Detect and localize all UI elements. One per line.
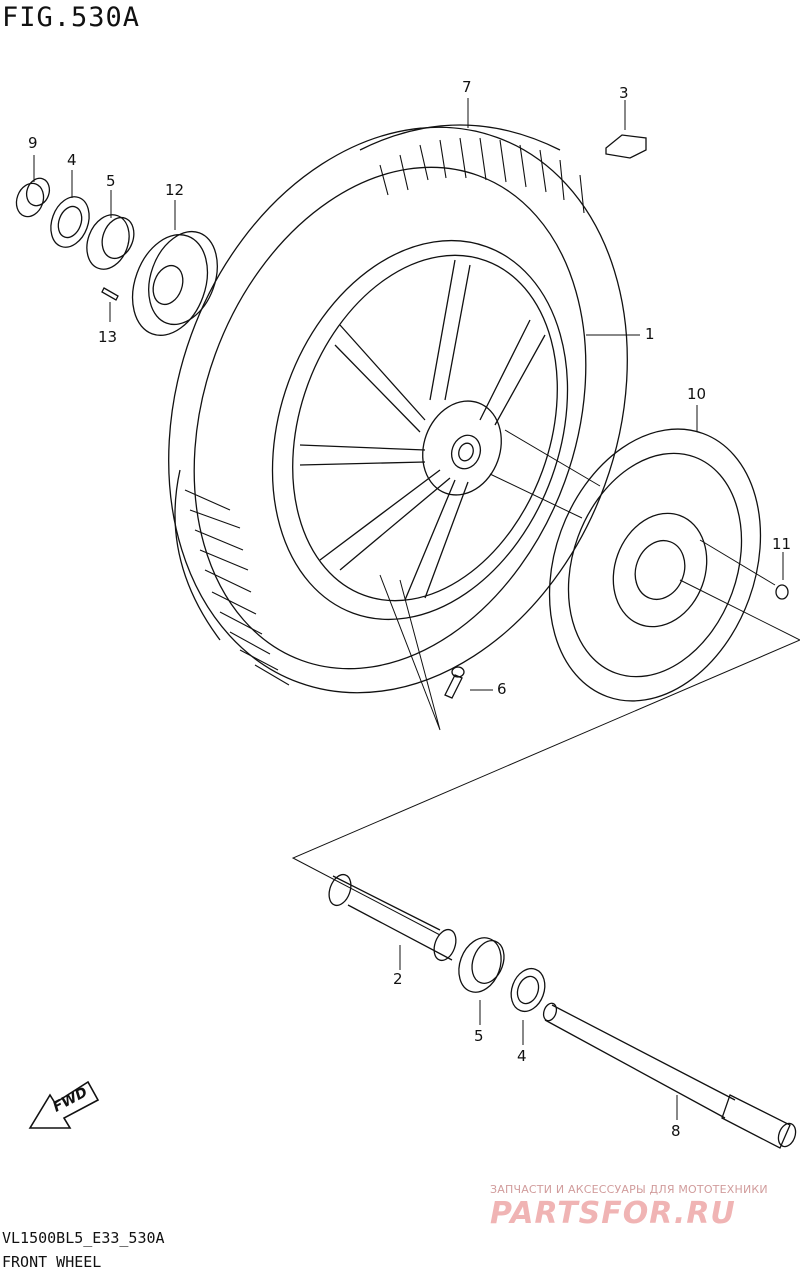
callout-7: 7: [462, 78, 472, 96]
collar: [15, 177, 51, 218]
brake-disc-cover: [131, 230, 218, 336]
brake-disc: [548, 428, 762, 702]
section-name: FRONT WHEEL: [2, 1253, 102, 1271]
callout-13: 13: [98, 328, 118, 346]
callout-5-lower: 5: [474, 1027, 484, 1045]
callout-4-upper: 4: [67, 151, 77, 169]
watermark-logo: PARTSFOR.RU: [490, 1196, 736, 1231]
bearing-lower: [458, 937, 505, 993]
bearing-upper: [86, 214, 135, 270]
callout-2: 2: [393, 970, 403, 988]
callout-8: 8: [671, 1122, 681, 1140]
axle: [542, 1002, 797, 1149]
callout-1: 1: [645, 325, 655, 343]
forward-arrow-icon: [28, 1080, 100, 1129]
callout-6: 6: [497, 680, 507, 698]
watermark-tagline: ЗАПЧАСТИ И АКСЕССУАРЫ ДЛЯ МОТОТЕХНИКИ: [490, 1183, 768, 1196]
spacer: [328, 873, 457, 962]
callout-10: 10: [687, 385, 707, 403]
callout-3: 3: [619, 84, 629, 102]
leader-lines: [33, 98, 784, 1120]
wheel-rim: [271, 239, 569, 621]
callout-4-lower: 4: [517, 1047, 527, 1065]
oil-seal-lower: [510, 967, 546, 1013]
tire-valve: [379, 574, 465, 731]
disc-bolt: [699, 539, 789, 600]
model-code: VL1500BL5_E33_530A: [2, 1229, 165, 1247]
figure-title: FIG.530A: [2, 2, 141, 33]
tire: [168, 124, 628, 694]
balance-weight: [605, 134, 647, 159]
oil-seal-upper: [50, 196, 90, 248]
cover-screw: [101, 287, 119, 301]
callout-9: 9: [28, 134, 38, 152]
callout-11: 11: [772, 535, 792, 553]
callout-5-upper: 5: [106, 172, 116, 190]
callout-12: 12: [165, 181, 185, 199]
